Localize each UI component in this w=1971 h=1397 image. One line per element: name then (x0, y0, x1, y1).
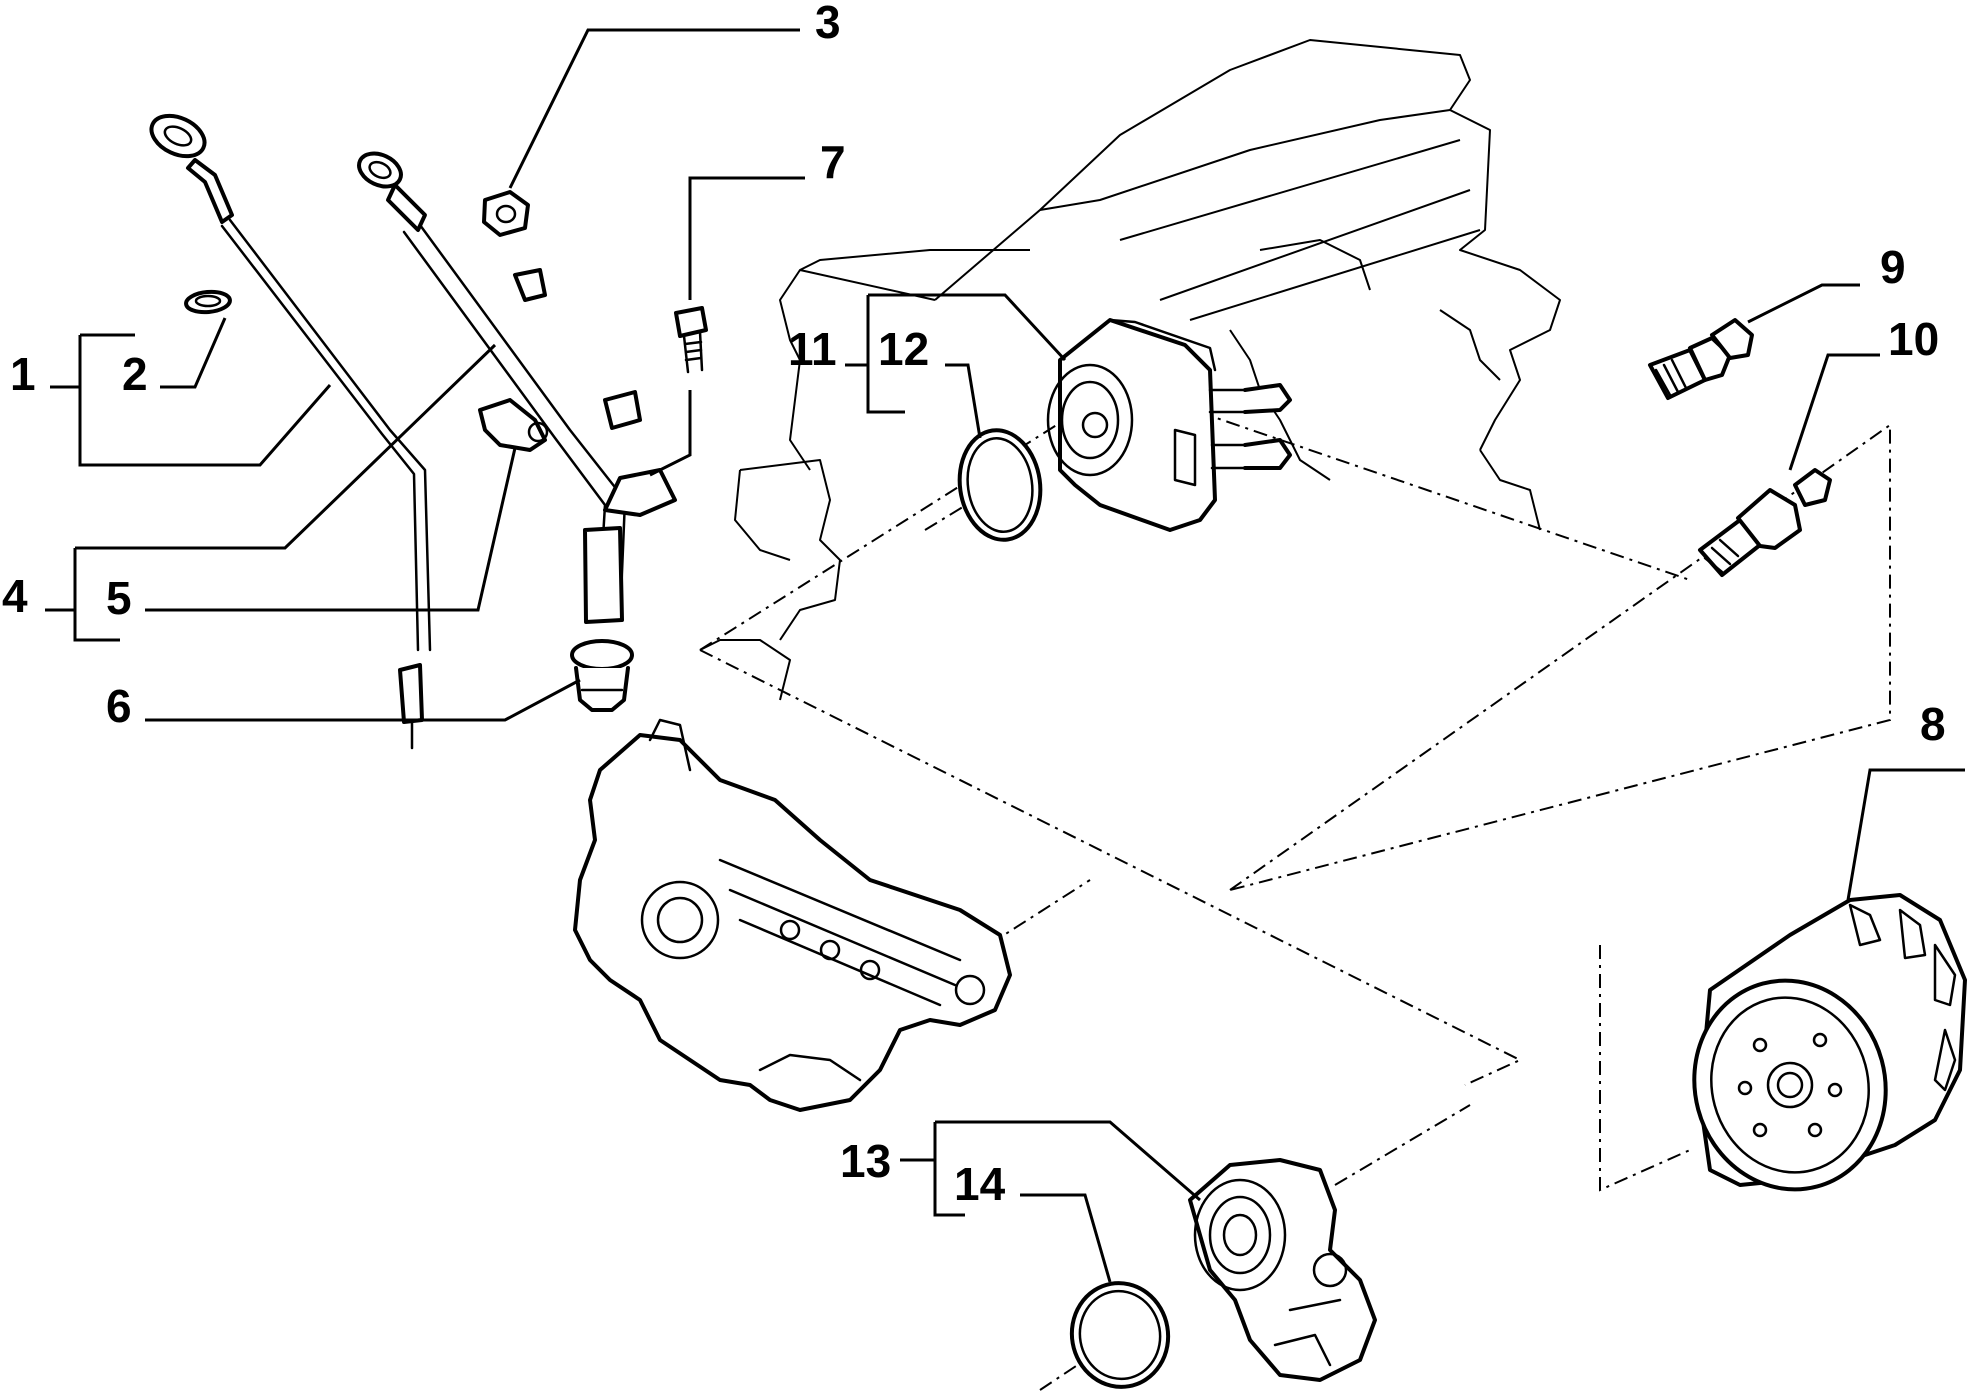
oil-filter-part-8 (1692, 893, 1967, 1192)
oil-cooler-part-11 (1046, 318, 1292, 532)
callout-9: 9 (1880, 241, 1906, 293)
nut-part-3 (482, 190, 530, 237)
callout-labels: 1 2 3 4 5 6 7 8 9 10 11 12 13 14 (2, 0, 1946, 1210)
callout-7: 7 (820, 136, 846, 188)
callout-14: 14 (954, 1158, 1006, 1210)
pressure-switch-part-9 (1648, 318, 1754, 400)
callout-11: 11 (788, 323, 837, 375)
callout-6: 6 (106, 680, 132, 732)
temperature-sender-part-10 (1698, 468, 1832, 577)
callout-8: 8 (1920, 698, 1946, 750)
oil-pump-housing (573, 718, 1012, 1112)
callout-4: 4 (2, 570, 28, 622)
bolt-part-7 (674, 306, 708, 374)
callout-5: 5 (106, 572, 132, 624)
callout-12: 12 (878, 323, 929, 375)
leader-lines (45, 28, 1965, 1283)
clip-part-5 (478, 398, 549, 452)
dipstick-part-1 (149, 113, 432, 750)
callout-10: 10 (1888, 313, 1939, 365)
callout-3: 3 (815, 0, 841, 48)
guide-tube-part-4 (357, 151, 677, 624)
callout-2: 2 (122, 348, 148, 400)
engine-block-outline (699, 39, 1561, 701)
seal-ring-part-2 (184, 289, 232, 315)
o-ring-part-14 (1069, 1281, 1171, 1389)
grommet-part-6 (570, 639, 634, 712)
callout-13: 13 (840, 1135, 891, 1187)
o-ring-part-12 (957, 428, 1043, 542)
callout-1: 1 (10, 348, 36, 400)
filter-support-part-13 (1188, 1158, 1377, 1382)
